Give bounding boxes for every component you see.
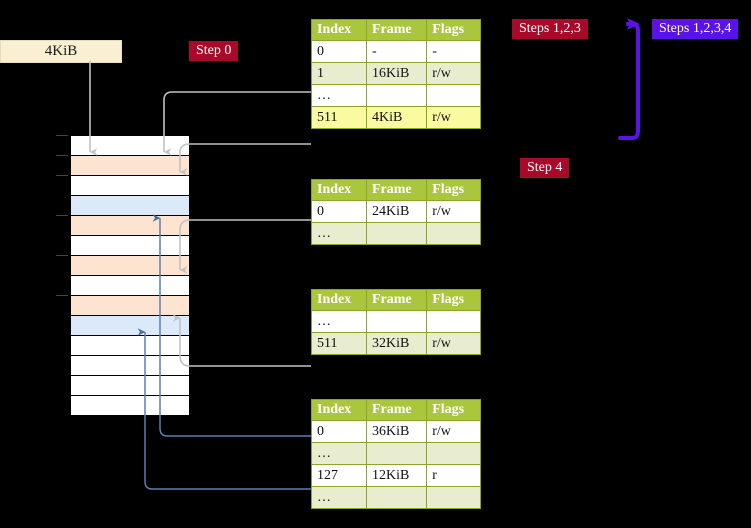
table-cell: 1 xyxy=(311,62,367,85)
table-cell: … xyxy=(311,486,367,509)
wire-table2-511-to-frame xyxy=(172,314,311,367)
column-header-index: Index xyxy=(311,399,367,421)
memory-frame-row xyxy=(70,315,190,336)
table-cell xyxy=(426,84,481,107)
frame-tick-mark xyxy=(56,135,68,136)
table-cell: 0 xyxy=(311,40,367,63)
table-cell xyxy=(365,442,428,465)
table-cell: 511 xyxy=(311,106,367,129)
column-header-frame: Frame xyxy=(365,179,428,201)
memory-frame-row xyxy=(70,335,190,356)
memory-frame-row xyxy=(70,235,190,256)
table-cell: - xyxy=(426,40,481,63)
table-row: … xyxy=(311,486,481,509)
frame-tick-mark xyxy=(56,215,68,216)
column-header-flags: Flags xyxy=(426,19,481,41)
badge-steps-123: Steps 1,2,3 xyxy=(512,19,588,39)
memory-frame-row xyxy=(70,375,190,396)
column-header-frame: Frame xyxy=(365,289,428,311)
table-cell xyxy=(365,486,428,509)
memory-frame-row xyxy=(70,155,190,176)
table-cell: … xyxy=(311,442,367,465)
memory-frame-row xyxy=(70,255,190,276)
table-row: … xyxy=(311,442,481,465)
table-cell: r/w xyxy=(426,332,481,355)
table-row: … xyxy=(311,310,481,333)
memory-frame-row xyxy=(70,275,190,296)
table-cell: r xyxy=(426,464,481,487)
table-cell xyxy=(365,84,428,107)
column-header-flags: Flags xyxy=(426,289,481,311)
table-cell: … xyxy=(311,84,367,107)
table-cell xyxy=(426,222,481,245)
wire-table1-row0-to-frame xyxy=(179,219,311,274)
table-cell xyxy=(365,222,428,245)
column-header-index: Index xyxy=(311,289,367,311)
memory-frame-row xyxy=(70,135,190,156)
table-cell: r/w xyxy=(426,420,481,443)
table-cell xyxy=(365,310,428,333)
memory-frame-row xyxy=(70,295,190,316)
table-cell: 16KiB xyxy=(365,62,428,85)
table-cell xyxy=(426,486,481,509)
physical-memory-column xyxy=(56,135,190,416)
table-row: … xyxy=(311,222,481,245)
column-header-frame: Frame xyxy=(365,399,428,421)
frame-tick-mark xyxy=(56,155,68,156)
table-cell: 24KiB xyxy=(365,200,428,223)
table-cell xyxy=(426,442,481,465)
column-header-index: Index xyxy=(311,19,367,41)
badge-step-4: Step 4 xyxy=(520,158,570,178)
size-label-box: 4KiB xyxy=(0,40,122,63)
table-cell: 36KiB xyxy=(365,420,428,443)
memory-frame-row xyxy=(70,395,190,416)
table-cell: 32KiB xyxy=(365,332,428,355)
table-row: 0-- xyxy=(311,40,481,63)
column-header-frame: Frame xyxy=(365,19,428,41)
column-header-flags: Flags xyxy=(426,179,481,201)
table-row: … xyxy=(311,84,481,107)
table-cell: - xyxy=(365,40,428,63)
badge-steps-1234: Steps 1,2,3,4 xyxy=(652,19,739,39)
table-cell xyxy=(426,310,481,333)
table-cell: r/w xyxy=(426,62,481,85)
table-cell: 511 xyxy=(311,332,367,355)
column-header-flags: Flags xyxy=(426,399,481,421)
size-label-text: 4KiB xyxy=(44,43,78,59)
table-cell: r/w xyxy=(426,200,481,223)
memory-frame-row xyxy=(70,215,190,236)
table-cell: 0 xyxy=(311,200,367,223)
table-cell: 4KiB xyxy=(365,106,428,129)
table-cell: … xyxy=(311,222,367,245)
table-cell: 12KiB xyxy=(365,464,428,487)
table-cell: … xyxy=(311,310,367,333)
memory-frame-row xyxy=(70,175,190,196)
table-cell: 127 xyxy=(311,464,367,487)
column-header-index: Index xyxy=(311,179,367,201)
frame-tick-mark xyxy=(56,175,68,176)
arrow-steps-bracket xyxy=(618,18,640,140)
badge-step-0: Step 0 xyxy=(189,41,239,61)
memory-frame-row xyxy=(70,355,190,376)
memory-frame-row xyxy=(70,195,190,216)
wire-table0-511-to-frame xyxy=(179,143,311,176)
frame-tick-mark xyxy=(56,295,68,296)
frame-tick-mark xyxy=(56,255,68,256)
table-cell: r/w xyxy=(426,106,481,129)
table-cell: 0 xyxy=(311,420,367,443)
